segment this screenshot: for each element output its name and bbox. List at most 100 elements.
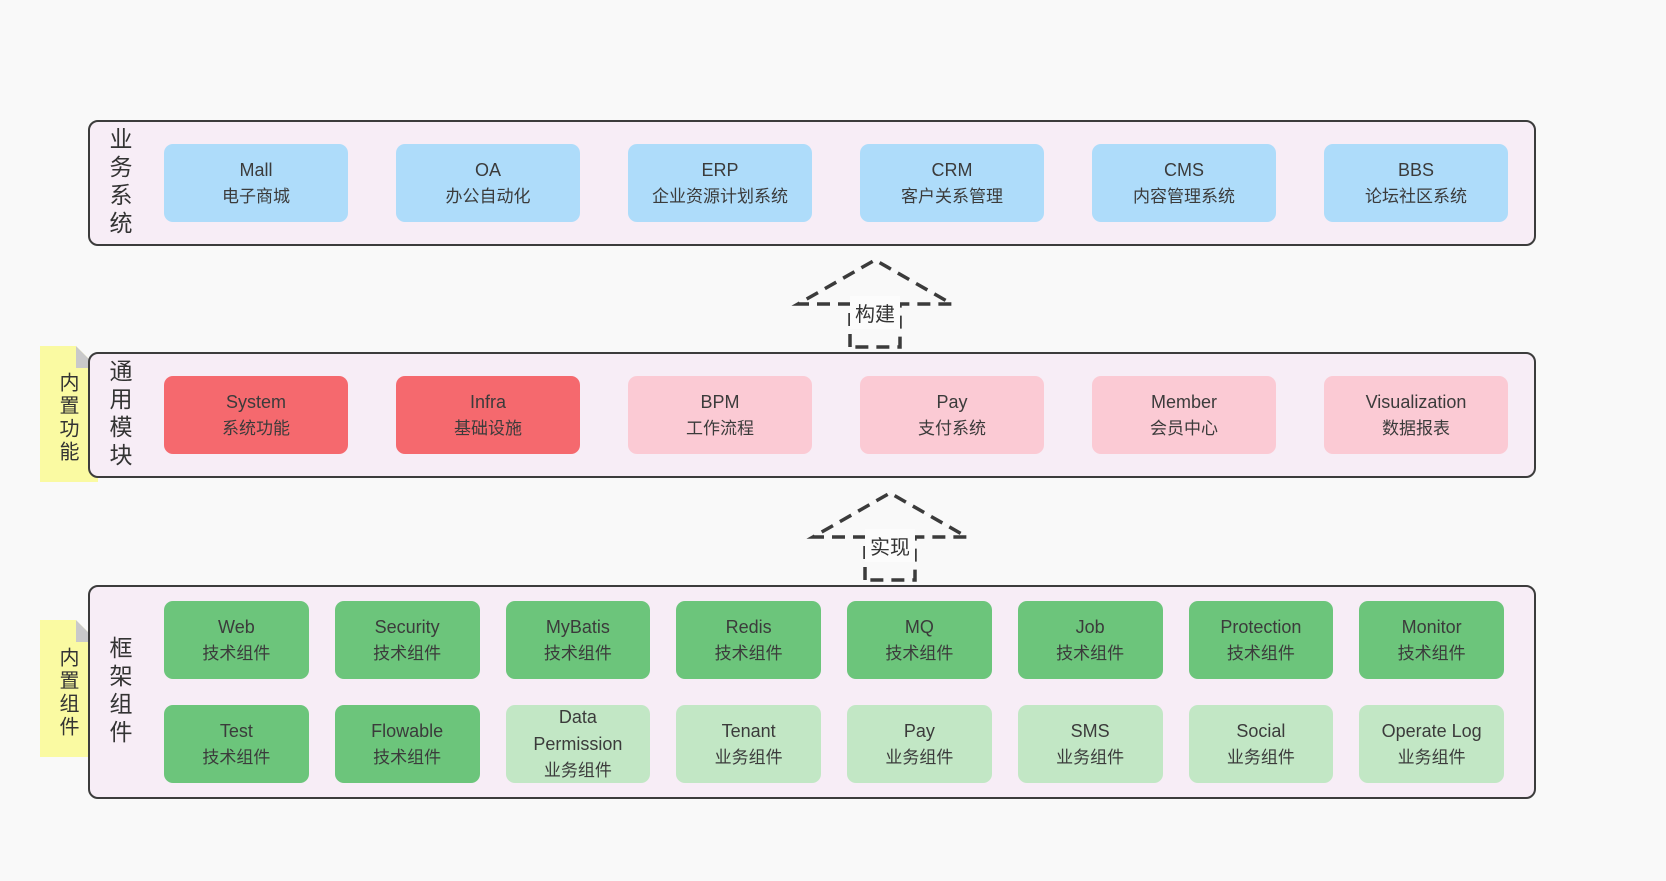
diagram-box-member: Member 会员中心: [1092, 376, 1276, 454]
panel-business-systems: 业务系统 Mall 电子商城 OA 办公自动化 ERP 企业资源计划系统 CRM…: [88, 120, 1536, 246]
panel-framework-components: 框架组件 Web 技术组件 Security 技术组件 MyBatis 技术组件…: [88, 585, 1536, 799]
box-row: Mall 电子商城 OA 办公自动化 ERP 企业资源计划系统 CRM 客户关系…: [130, 144, 1534, 222]
diagram-box-system: System 系统功能: [164, 376, 348, 454]
box-title: CMS: [1164, 159, 1204, 180]
box-row: System 系统功能 Infra 基础设施 BPM 工作流程 Pay 支付系统…: [130, 376, 1534, 454]
sticky-note-label: 内置组件: [56, 646, 78, 739]
box-subtitle: 技术组件: [1397, 643, 1466, 663]
diagram-box-bpm: BPM 工作流程: [628, 376, 812, 454]
box-title: Pay: [936, 391, 968, 412]
implement-arrow: 实现: [805, 487, 975, 583]
box-subtitle: 技术组件: [1226, 643, 1295, 663]
box-subtitle: 业务组件: [1056, 747, 1125, 767]
panel-label-business-systems: 业务系统: [106, 127, 132, 239]
box-title: System: [225, 391, 286, 412]
diagram-box-web: Web 技术组件: [164, 601, 309, 679]
diagram-box-protection: Protection 技术组件: [1188, 601, 1334, 679]
box-title: Test: [219, 720, 253, 741]
diagram-box-bbs: BBS 论坛社区系统: [1324, 144, 1508, 222]
box-title: Monitor: [1401, 616, 1462, 637]
component-grid: Web 技术组件 Security 技术组件 MyBatis 技术组件 Redi…: [130, 601, 1534, 783]
box-subtitle: 办公自动化: [445, 186, 531, 206]
box-title: Security: [374, 616, 440, 637]
diagram-box-pay-component: Pay 业务组件: [847, 705, 992, 783]
arrow-label-build: 构建: [850, 296, 900, 329]
box-title: MyBatis: [545, 616, 610, 637]
diagram-box-infra: Infra 基础设施: [396, 376, 580, 454]
box-subtitle: 技术组件: [202, 747, 271, 767]
box-title: Job: [1075, 616, 1105, 637]
box-subtitle: 技术组件: [714, 643, 783, 663]
diagram-box-flowable: Flowable 技术组件: [334, 705, 480, 783]
box-subtitle: 电子商城: [222, 186, 290, 206]
box-title: ERP: [701, 159, 739, 180]
diagram-box-monitor: Monitor 技术组件: [1359, 601, 1504, 679]
box-title: Social: [1236, 720, 1286, 741]
build-arrow: 构建: [790, 254, 960, 350]
diagram-box-oa: OA 办公自动化: [396, 144, 580, 222]
box-title: Web: [218, 616, 255, 637]
diagram-box-mybatis: MyBatis 技术组件: [505, 601, 651, 679]
box-subtitle: 会员中心: [1150, 418, 1218, 438]
sticky-note-label: 内置功能: [56, 372, 78, 464]
box-subtitle: 企业资源计划系统: [652, 186, 788, 206]
diagram-box-sms: SMS 业务组件: [1017, 705, 1163, 783]
box-subtitle: 技术组件: [885, 643, 954, 663]
box-subtitle: 支付系统: [918, 418, 986, 438]
box-title: Flowable: [371, 720, 444, 741]
box-subtitle: 工作流程: [686, 418, 754, 438]
box-title: Pay: [903, 720, 935, 741]
box-title: CRM: [931, 159, 973, 180]
box-subtitle: 业务组件: [1226, 747, 1295, 767]
box-subtitle: 技术组件: [1056, 643, 1125, 663]
box-subtitle: 内容管理系统: [1133, 186, 1235, 206]
diagram-box-data-permission: Data Permission 业务组件: [505, 705, 651, 783]
diagram-box-operate-log: Operate Log 业务组件: [1359, 705, 1504, 783]
box-subtitle: 业务组件: [714, 747, 783, 767]
box-subtitle: 技术组件: [373, 643, 442, 663]
box-title: BBS: [1397, 159, 1435, 180]
box-title: Redis: [725, 616, 772, 637]
diagram-box-security: Security 技术组件: [334, 601, 480, 679]
diagram-box-cms: CMS 内容管理系统: [1092, 144, 1276, 222]
box-title: Mall: [239, 159, 273, 180]
diagram-box-visualization: Visualization 数据报表: [1324, 376, 1508, 454]
box-title: BPM: [700, 391, 740, 412]
diagram-box-test: Test 技术组件: [164, 705, 309, 783]
box-subtitle: 基础设施: [454, 418, 522, 438]
box-title: Operate Log: [1381, 720, 1482, 741]
panel-label-common-modules: 通用模块: [106, 359, 132, 471]
box-title: Tenant: [721, 720, 776, 741]
box-title: SMS: [1070, 720, 1110, 741]
box-row: Test 技术组件 Flowable 技术组件 Data Permission …: [164, 705, 1504, 783]
diagram-box-mq: MQ 技术组件: [847, 601, 992, 679]
box-subtitle: 业务组件: [885, 747, 954, 767]
box-title: Infra: [469, 391, 507, 412]
up-arrow-dashed-icon: [806, 490, 974, 582]
box-subtitle: 数据报表: [1382, 418, 1450, 438]
diagram-box-crm: CRM 客户关系管理: [860, 144, 1044, 222]
box-title: Data Permission: [533, 707, 623, 755]
box-title: MQ: [904, 616, 934, 637]
box-title: Protection: [1220, 616, 1302, 637]
box-row: Web 技术组件 Security 技术组件 MyBatis 技术组件 Redi…: [164, 601, 1504, 679]
box-subtitle: 业务组件: [543, 761, 612, 781]
diagram-box-erp: ERP 企业资源计划系统: [628, 144, 812, 222]
diagram-box-social: Social 业务组件: [1188, 705, 1334, 783]
up-arrow-dashed-icon: [791, 257, 959, 349]
diagram-box-tenant: Tenant 业务组件: [676, 705, 821, 783]
diagram-box-mall: Mall 电子商城: [164, 144, 348, 222]
panel-label-framework-components: 框架组件: [106, 636, 132, 748]
arrow-label-implement: 实现: [865, 529, 915, 562]
box-title: Visualization: [1365, 391, 1467, 412]
panel-common-modules: 通用模块 System 系统功能 Infra 基础设施 BPM 工作流程 Pay…: [88, 352, 1536, 478]
diagram-box-redis: Redis 技术组件: [676, 601, 821, 679]
diagram-box-pay: Pay 支付系统: [860, 376, 1044, 454]
box-subtitle: 系统功能: [222, 418, 290, 438]
box-subtitle: 客户关系管理: [901, 186, 1003, 206]
box-title: Member: [1150, 391, 1217, 412]
box-subtitle: 业务组件: [1397, 747, 1466, 767]
box-subtitle: 技术组件: [373, 747, 442, 767]
box-subtitle: 技术组件: [543, 643, 612, 663]
box-subtitle: 技术组件: [202, 643, 271, 663]
